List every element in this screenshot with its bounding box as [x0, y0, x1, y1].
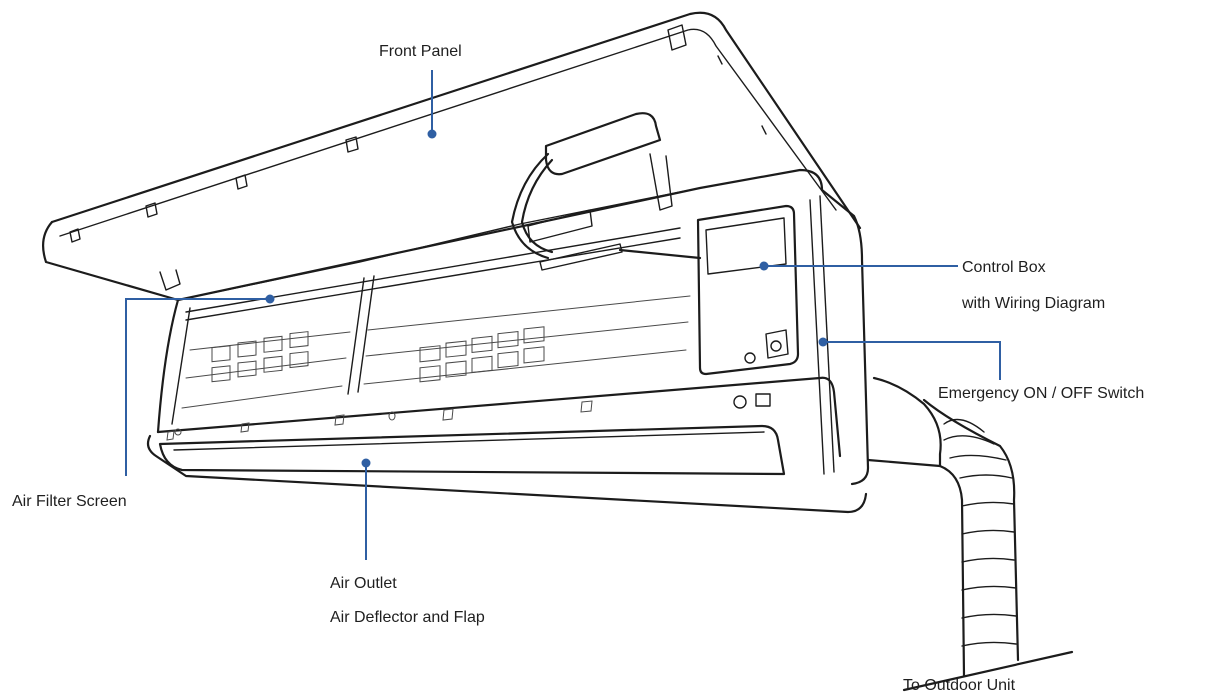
label-control-box: Control Box	[962, 259, 1046, 276]
front-panel-marker	[427, 129, 437, 139]
wiring-harness	[510, 112, 702, 271]
callout-lines	[125, 70, 1001, 560]
control-box-marker	[759, 261, 769, 271]
outdoor-pipe	[866, 376, 1074, 692]
label-front-panel: Front Panel	[379, 43, 462, 60]
air-outlet-marker	[361, 458, 371, 468]
air-filter-leader	[125, 298, 270, 476]
control-box-shape	[696, 204, 800, 376]
label-air-outlet: Air Outlet	[330, 575, 397, 592]
unit-chassis	[146, 168, 870, 514]
emergency-switch-marker	[818, 337, 828, 347]
label-air-filter: Air Filter Screen	[12, 493, 127, 510]
label-air-deflector: Air Deflector and Flap	[330, 609, 485, 626]
air-outlet-shape	[158, 424, 786, 476]
emergency-switch-leader	[823, 341, 1001, 380]
filter-grid	[166, 227, 771, 441]
label-emergency-switch: Emergency ON / OFF Switch	[938, 385, 1145, 402]
air-filter-marker	[265, 294, 275, 304]
label-outdoor-unit: To Outdoor Unit	[903, 677, 1016, 694]
label-control-box-sub: with Wiring Diagram	[962, 295, 1106, 312]
